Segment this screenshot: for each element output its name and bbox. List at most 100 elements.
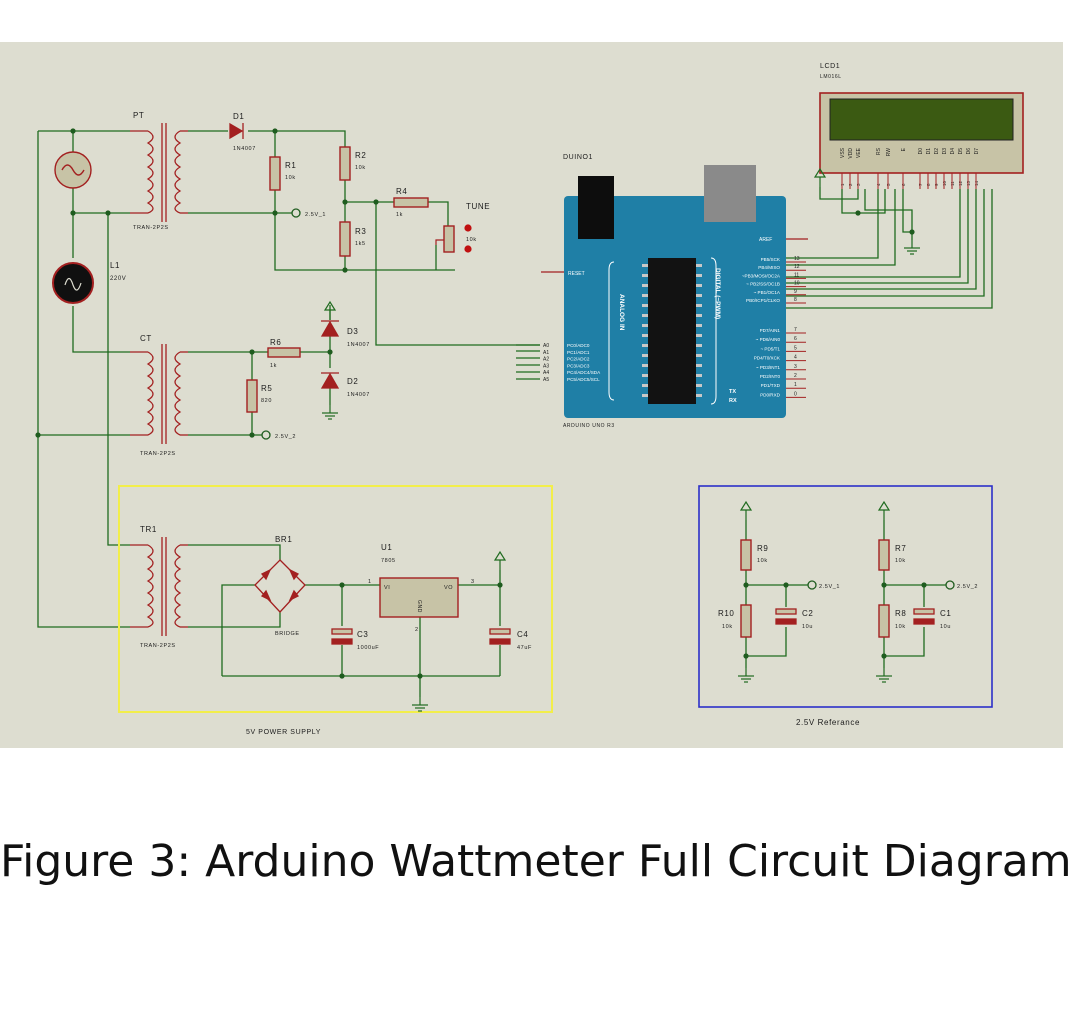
capacitor-c1-icon — [913, 608, 935, 625]
ct-model: TRAN-2P2S — [140, 451, 176, 457]
lcd-pin-name: D4 — [950, 148, 956, 155]
arduino-analog-label: ANALOG IN — [618, 294, 625, 331]
d1-value: 1N4007 — [233, 146, 256, 152]
d3-value: 1N4007 — [347, 342, 370, 348]
atmega-chip — [648, 258, 696, 404]
analog-pin-name: PC1/ADC1 — [567, 350, 590, 355]
lcd-pin-name: D5 — [958, 148, 964, 155]
arduino-digital-label: DIGITAL (~PWM) — [714, 268, 721, 319]
resistor-r1-icon — [269, 156, 281, 191]
d2-value: 1N4007 — [347, 392, 370, 398]
digital-pin-name: PB4/MISO — [758, 265, 780, 270]
digital-pin-num: 6 — [794, 336, 797, 342]
resistor-r2-icon — [339, 146, 351, 181]
analog-pin-num: A4 — [543, 370, 549, 376]
c4-value: 47uF — [517, 645, 532, 651]
br1-value: BRIDGE — [275, 631, 300, 637]
r5-value: 820 — [261, 398, 272, 404]
lcd-display — [819, 92, 1024, 174]
capacitors — [331, 608, 935, 645]
pt-model: TRAN-2P2S — [133, 225, 169, 231]
lamp-l1-icon — [52, 262, 94, 304]
c3-label: C3 — [357, 630, 368, 639]
r7-value: 10k — [895, 558, 906, 564]
analog-pin-num: A5 — [543, 377, 549, 383]
u1-label: U1 — [381, 543, 392, 552]
u1-vo: VO — [444, 585, 453, 591]
potentiometer-tune-icon[interactable] — [435, 224, 472, 253]
digital-pin-num: 4 — [794, 355, 797, 361]
junction-dots — [35, 128, 927, 679]
digital-pin-name: PD7/AIN1 — [760, 328, 781, 333]
bridge-rectifier-br1-icon — [254, 559, 306, 613]
digital-pin-name: ~ PD6/AIN0 — [756, 337, 781, 342]
u1-gnd: GND — [416, 600, 422, 613]
r4-label: R4 — [396, 187, 407, 196]
r2-value: 10k — [355, 165, 366, 171]
analog-pin-name: PC4/ADC4/SDA — [567, 370, 601, 375]
lcd-pin-name: VSS — [840, 147, 846, 158]
r3-value: 1k5 — [355, 241, 366, 247]
digital-pin-num: 3 — [794, 364, 797, 370]
digital-pin-name: PB0/ICP1/CLKO — [746, 298, 780, 303]
lcd-pin-name: E — [901, 147, 907, 151]
net-terminals — [261, 208, 955, 590]
r6-value: 1k — [270, 363, 277, 369]
r9-value: 10k — [757, 558, 768, 564]
net-2v5-2-ct: 2.5V_2 — [275, 434, 296, 440]
r4-value: 1k — [396, 212, 403, 218]
lcd-pin-name: VEE — [856, 147, 862, 158]
diode-d1-icon — [229, 122, 244, 140]
tr1-model: TRAN-2P2S — [140, 643, 176, 649]
c2-value: 10u — [802, 624, 813, 630]
analog-pin-num: A0 — [543, 343, 549, 349]
digital-pin-num: 2 — [794, 373, 797, 379]
lcd-pin-name: D7 — [974, 148, 980, 155]
diode-d3-icon — [320, 320, 340, 337]
digital-pin-num: 10 — [794, 281, 800, 287]
digital-pin-num: 0 — [794, 391, 797, 397]
digital-pin-num: 9 — [794, 289, 797, 295]
digital-pin-name: ~PB3/MOSI/OC2A — [742, 273, 781, 278]
arduino-reset-label: RESET — [568, 271, 585, 277]
digital-pin-num: 12 — [794, 264, 800, 270]
circuit-schematic: L1 220V PT TRAN-2P2S CT TRAN-2P2S TR1 TR… — [0, 42, 1063, 748]
resistor-r7-icon — [878, 539, 890, 571]
lcd-pin-name: D1 — [926, 148, 932, 155]
arduino-rx-label: RX — [729, 398, 737, 404]
tune-label: TUNE — [466, 202, 490, 211]
power-jack — [578, 176, 614, 239]
reference-title: 2.5V Referance — [796, 718, 860, 727]
lcd-pin-labels: VSS1VDD2VEE3RS4RW5E6D07D18D29D310D411D51… — [840, 147, 980, 189]
l1-value: 220V — [110, 276, 126, 282]
net-2v5-2-ref: 2.5V_2 — [957, 584, 978, 590]
lcd-pin-name: D2 — [934, 148, 940, 155]
lcd-pin-name: D0 — [918, 148, 924, 155]
d3-label: D3 — [347, 327, 358, 336]
r2-label: R2 — [355, 151, 366, 160]
capacitor-c2-icon — [775, 608, 797, 625]
resistor-r8-icon — [878, 604, 890, 638]
resistor-r5-icon — [246, 379, 258, 413]
resistor-r3-icon — [339, 221, 351, 257]
analog-pin-num: A2 — [543, 357, 549, 363]
digital-pin-num: 1 — [794, 382, 797, 388]
c4-label: C4 — [517, 630, 528, 639]
r10-value: 10k — [722, 624, 733, 630]
br1-label: BR1 — [275, 535, 292, 544]
r9-label: R9 — [757, 544, 768, 553]
duino-model: ARDUINO UNO R3 — [563, 423, 615, 429]
digital-pin-num: 11 — [794, 272, 799, 278]
resistor-r9-icon — [740, 539, 752, 571]
r6-label: R6 — [270, 338, 281, 347]
power-supply-title: 5V POWER SUPPLY — [246, 729, 321, 736]
analog-pin-name: PC2/ADC2 — [567, 357, 590, 362]
analog-pin-name: PC5/ADC5/SCL — [567, 377, 600, 382]
usb-connector — [704, 165, 756, 222]
r1-value: 10k — [285, 175, 296, 181]
analog-pin-name: PC3/ADC3 — [567, 363, 590, 368]
lcd-pin-name: RS — [876, 147, 882, 155]
lcd-pin-name: RW — [886, 148, 892, 157]
transformer-ct-icon — [130, 344, 188, 444]
